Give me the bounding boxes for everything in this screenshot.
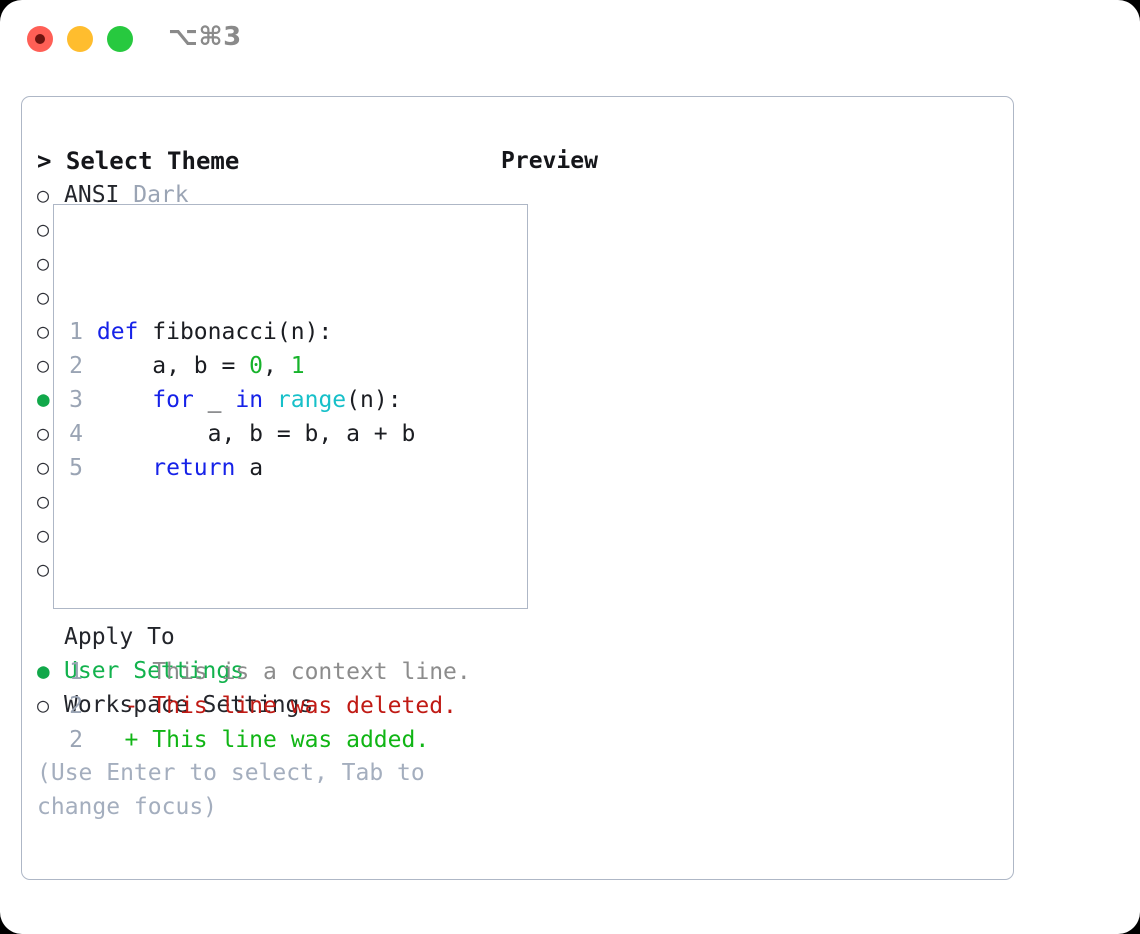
- line-number: 5: [69, 455, 83, 481]
- radio-unselected-icon: ○: [37, 455, 50, 479]
- main-panel: > Select Theme ○ANSI Dark○Atom One Dark○…: [21, 96, 1014, 880]
- apply-to-option-row[interactable]: ○ Workspace Settings: [37, 688, 497, 722]
- code-token: ,: [263, 353, 291, 379]
- theme-option-row[interactable]: ○ ANSI Dark: [37, 178, 497, 212]
- code-token: def: [96, 319, 139, 345]
- diff-line: 2 - This line was deleted.: [61, 689, 521, 723]
- keyboard-shortcut-label: ⌥⌘3: [168, 22, 242, 52]
- title-bar: ⌥⌘3: [0, 0, 1140, 80]
- line-number: 3: [69, 387, 83, 413]
- code-token: (n):: [346, 387, 402, 413]
- line-number: 1: [69, 319, 83, 345]
- code-token: [83, 455, 152, 481]
- code-token: fibonacci(n):: [138, 319, 333, 345]
- radio-unselected-icon: ○: [37, 285, 50, 309]
- radio-unselected-icon: ○: [37, 489, 50, 513]
- diff-text: This is a context line.: [152, 659, 471, 685]
- code-token: a, b = b, a + b: [83, 421, 416, 447]
- diff-sample-block: 1 This is a context line.2 - This line w…: [61, 655, 521, 757]
- radio-unselected-icon: ○: [37, 353, 50, 377]
- theme-name-label: ANSI: [64, 182, 120, 208]
- select-theme-heading: > Select Theme: [37, 147, 240, 175]
- diff-marker: +: [83, 727, 153, 753]
- preview-column: Preview: [501, 144, 1001, 178]
- keyboard-hint-text: (Use Enter to select, Tab to change focu…: [37, 760, 425, 820]
- radio-unselected-icon: ○: [37, 693, 50, 717]
- code-token: return: [152, 455, 236, 481]
- diff-marker: -: [83, 693, 153, 719]
- diff-marker: [83, 659, 152, 685]
- minimize-button-icon[interactable]: [67, 26, 93, 52]
- code-token: [83, 319, 97, 345]
- radio-selected-icon: ●: [37, 659, 50, 683]
- code-token: [83, 387, 152, 413]
- apply-to-label: Workspace Settings: [64, 692, 314, 718]
- radio-selected-icon: ●: [37, 387, 50, 411]
- diff-text: This line was deleted.: [152, 693, 457, 719]
- code-line: 5 return a: [61, 451, 521, 485]
- line-number: 2: [69, 693, 83, 719]
- apply-to-label: User Settings: [64, 658, 245, 684]
- radio-unselected-icon: ○: [37, 183, 50, 207]
- line-number: 4: [69, 421, 83, 447]
- radio-unselected-icon: ○: [37, 319, 50, 343]
- radio-unselected-icon: ○: [37, 523, 50, 547]
- code-line: 1 def fibonacci(n):: [61, 315, 521, 349]
- diff-line: 1 This is a context line.: [61, 655, 521, 689]
- preview-heading: Preview: [501, 148, 598, 174]
- code-token: 0: [249, 353, 264, 379]
- close-button-icon[interactable]: [27, 26, 53, 52]
- apply-to-option-row[interactable]: ● User Settings: [37, 654, 497, 688]
- radio-unselected-icon: ○: [37, 251, 50, 275]
- code-line: 2 a, b = 0, 1: [61, 349, 521, 383]
- line-number: 2: [69, 353, 83, 379]
- code-token: a: [235, 455, 264, 481]
- code-token: for: [152, 387, 194, 413]
- code-line: 3 for _ in range(n):: [61, 383, 521, 417]
- line-number: 2: [69, 727, 83, 753]
- code-token: in: [235, 387, 264, 413]
- radio-unselected-icon: ○: [37, 217, 50, 241]
- code-token: [263, 387, 277, 413]
- apply-to-heading: Apply To: [64, 624, 175, 650]
- traffic-light-buttons: [27, 26, 133, 52]
- panel-columns: > Select Theme ○ANSI Dark○Atom One Dark○…: [22, 97, 1013, 879]
- apply-to-options[interactable]: ● User Settings ○ Workspace Settings: [37, 654, 497, 722]
- maximize-button-icon[interactable]: [107, 26, 133, 52]
- diff-text: This line was added.: [152, 727, 430, 753]
- radio-unselected-icon: ○: [37, 557, 50, 581]
- line-number: 1: [69, 659, 83, 685]
- code-token: _: [193, 387, 236, 413]
- code-token: 1: [290, 353, 305, 379]
- diff-line: 2 + This line was added.: [61, 723, 521, 757]
- code-diff-separator: [61, 553, 521, 587]
- theme-variant-label: Dark: [119, 182, 189, 208]
- radio-unselected-icon: ○: [37, 421, 50, 445]
- code-line: 4 a, b = b, a + b: [61, 417, 521, 451]
- code-token: a, b =: [83, 353, 250, 379]
- code-token: range: [276, 387, 347, 413]
